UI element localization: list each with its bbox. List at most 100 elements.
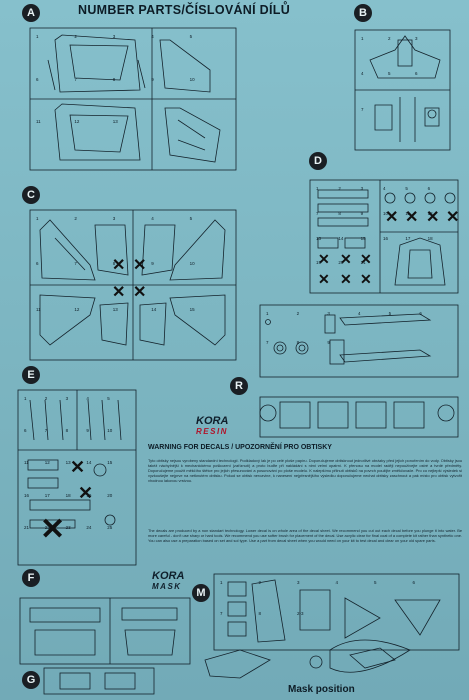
part-number: 5 [405, 186, 408, 191]
part-number: 13 [112, 306, 118, 312]
sprue-f-frame [19, 597, 191, 665]
part-number: 2 [74, 216, 77, 221]
removed-part-mark: ✕ [405, 209, 419, 226]
part-number: 9 [327, 340, 330, 345]
part-number: 19 [316, 260, 322, 266]
part-number: 14 [151, 306, 157, 312]
part-number: 14 [86, 460, 92, 466]
removed-part-mark: ✕ [426, 209, 440, 226]
removed-part-mark: ✕ [385, 209, 399, 226]
part-number: 7 [361, 106, 364, 112]
section-badge-g: G [22, 671, 40, 689]
part-number: 7 [74, 76, 77, 82]
part-number: 1 [220, 580, 223, 585]
part-number: 3 [65, 396, 69, 401]
part-number: 8 [112, 76, 116, 82]
removed-part-mark: ✕ [360, 271, 372, 287]
removed-part-mark: ✕ [112, 257, 126, 274]
part-number: 4 [358, 311, 361, 316]
part-number: 8 [296, 340, 300, 345]
section-badge-m: M [192, 584, 210, 602]
part-number: 11 [24, 460, 29, 466]
mask-sheet-frame [204, 573, 460, 679]
part-number: 7 [44, 428, 48, 434]
part-number: 4 [335, 580, 339, 585]
sprue-e-frame [17, 389, 137, 566]
section-badge-b: B [354, 4, 372, 22]
kora-resin-logo: KORA RESIN [196, 415, 229, 436]
part-number: 4 [151, 216, 154, 221]
part-number: 5 [388, 71, 391, 77]
part-number: 2 [388, 36, 391, 41]
sprue-a-frame [29, 27, 237, 171]
removed-part-mark: ✕ [112, 284, 126, 301]
part-number: 8 [258, 611, 262, 616]
part-number: 17 [405, 235, 411, 241]
part-number: 1 [24, 396, 27, 401]
decal-warning-title: WARNING FOR DECALS / UPOZORNĚNÍ PRO OBTI… [148, 444, 332, 451]
part-number: 6 [419, 311, 422, 316]
part-number: 2 [258, 580, 262, 585]
part-number: 5 [189, 34, 193, 39]
part-number: 20 [338, 260, 344, 266]
part-number: 13 [316, 235, 322, 241]
part-number: 4 [361, 71, 364, 77]
part-number: 3 [297, 580, 300, 585]
part-number: 7 [266, 340, 269, 345]
section-badge-d: D [309, 152, 327, 170]
part-number: 5 [374, 580, 377, 585]
sprue-r-frame [259, 304, 459, 438]
part-number: 4 [86, 396, 89, 401]
removed-part-mark: ✕ [70, 457, 86, 477]
removed-part-mark: ✕ [40, 513, 66, 546]
kora-mask-logo: KORA MASK [152, 570, 185, 591]
part-number: 3 [415, 36, 418, 41]
part-number: 12 [427, 210, 433, 216]
part-number: 14 [338, 235, 344, 241]
part-number: 11 [36, 306, 41, 312]
removed-part-mark: ✕ [318, 251, 330, 267]
part-number: 21 [24, 524, 30, 530]
part-number: 4 [383, 186, 386, 191]
part-number: 12 [44, 460, 50, 466]
part-number: 12 [74, 306, 80, 312]
part-number: 22 [44, 524, 50, 530]
section-badge-a: A [22, 4, 40, 22]
part-number: 25 [107, 524, 113, 530]
part-number: 2 [74, 34, 77, 39]
part-number: 13 [112, 119, 118, 125]
part-number: 16 [24, 492, 30, 498]
part-number: 20 [107, 492, 113, 498]
part-number: 6 [427, 186, 431, 191]
part-number: 3 [327, 311, 330, 316]
part-number: 18 [65, 492, 71, 498]
part-number: 8 [112, 261, 116, 267]
decal-warning-english: The decals are produced by a non standar… [148, 528, 462, 544]
section-badge-f: F [22, 569, 40, 587]
part-number: 1 [316, 186, 319, 191]
section-badge-e: E [22, 366, 40, 384]
part-number: 21 [360, 260, 366, 266]
part-number: 5 [107, 396, 110, 401]
part-number: 4 [151, 34, 154, 39]
part-number: 17 [44, 492, 50, 498]
part-number: 6 [24, 428, 27, 434]
part-number: 2-3 [297, 611, 304, 616]
part-number: 6 [36, 261, 39, 267]
removed-part-mark: ✕ [340, 271, 352, 287]
part-number: 15 [107, 460, 113, 466]
part-number: 7 [316, 210, 319, 216]
part-number: 3 [112, 216, 116, 221]
page-title: NUMBER PARTS/ČÍSLOVÁNÍ DÍLŮ [78, 3, 291, 17]
part-number: 11 [405, 210, 410, 216]
part-number: 6 [36, 76, 39, 82]
removed-part-mark: ✕ [360, 251, 372, 267]
part-number: 7 [220, 611, 223, 616]
section-badge-c: C [22, 186, 40, 204]
part-number: 6 [412, 580, 416, 585]
removed-part-mark: ✕ [78, 483, 94, 503]
removed-part-mark: ✕ [446, 209, 460, 226]
sprue-c-frame [29, 209, 237, 361]
removed-part-mark: ✕ [318, 271, 330, 287]
